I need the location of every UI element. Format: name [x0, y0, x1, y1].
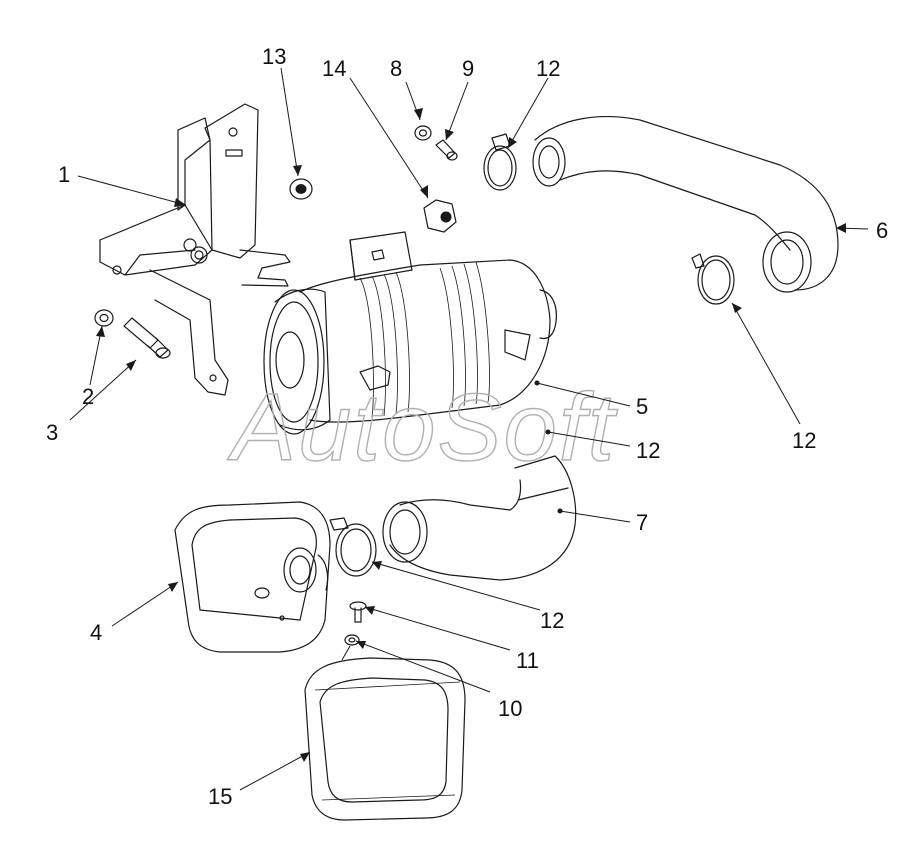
callout-7: 7: [636, 510, 648, 535]
upper-intake-hose: [532, 116, 839, 293]
screw-9: [435, 139, 458, 161]
callout-12-middle: 12: [636, 438, 660, 463]
callout-8: 8: [390, 56, 402, 81]
callout-6: 6: [876, 218, 888, 243]
callout-14: 14: [322, 56, 346, 81]
mounting-bracket: [99, 103, 291, 396]
callout-1: 1: [58, 162, 70, 187]
callout-10: 10: [498, 696, 522, 721]
callout-11: 11: [516, 648, 539, 673]
hose-clamp-right: [691, 253, 735, 305]
air-inlet-box: [174, 501, 331, 653]
bolt-3: [123, 317, 171, 359]
hose-clamp-upper: [483, 133, 517, 191]
callout-12-right: 12: [792, 428, 816, 453]
lower-intake-hose: [382, 455, 577, 581]
screw-11: [349, 601, 367, 623]
watermark: AutoSoft: [227, 374, 618, 481]
air-filter-housing: [263, 231, 557, 435]
washer-2: [94, 309, 114, 327]
callout-4: 4: [90, 620, 102, 645]
rubber-mount-14: [423, 199, 457, 233]
callout-2: 2: [82, 384, 94, 409]
callout-9: 9: [462, 56, 474, 81]
callout-12-upper: 12: [536, 56, 560, 81]
callout-3: 3: [46, 420, 58, 445]
callout-labels: 1 2 3 4 5 6 7 8 9 10 11 12 12 12 12 13 1…: [46, 44, 888, 809]
callout-12-lower: 12: [540, 608, 564, 633]
callout-5: 5: [636, 394, 648, 419]
rain-cap: [304, 657, 466, 821]
bushing-13: [289, 178, 313, 200]
callout-15: 15: [208, 784, 232, 809]
washer-8: [414, 125, 432, 141]
callout-13: 13: [262, 44, 286, 69]
washer-10: [344, 634, 360, 646]
leader-lines: [69, 67, 869, 791]
hose-clamp-lower: [329, 517, 377, 577]
